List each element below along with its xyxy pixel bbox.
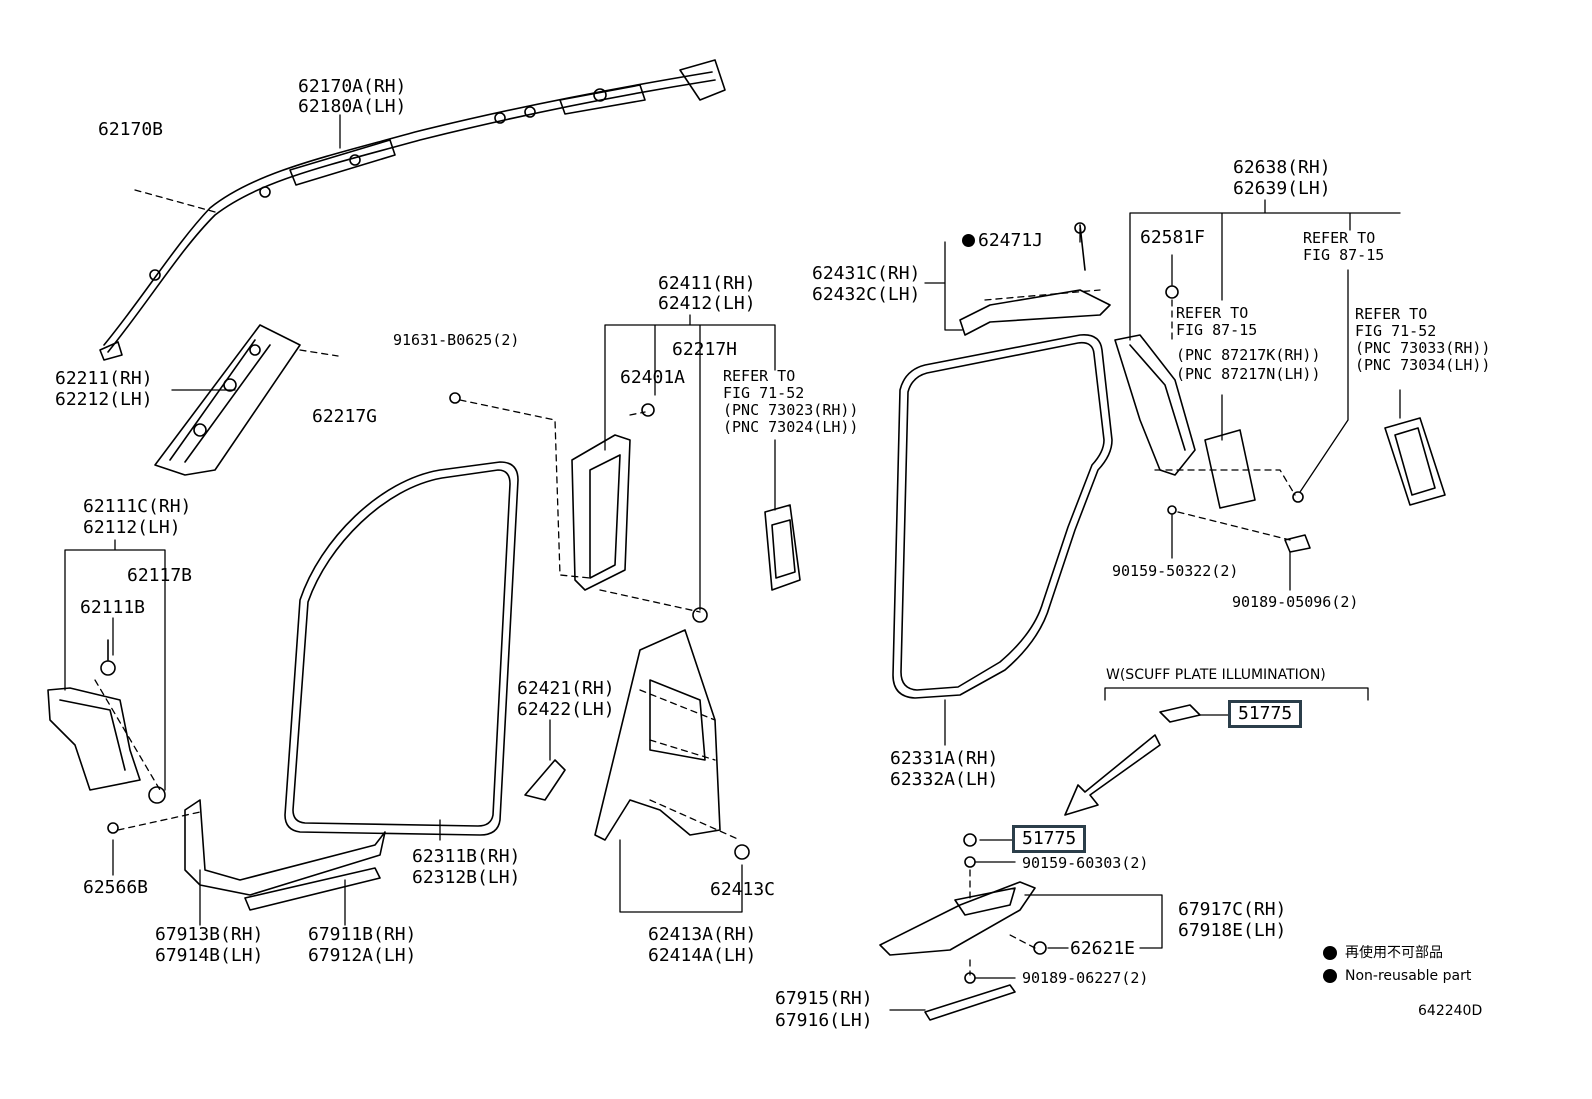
label-62311B: 62311B(RH) (412, 846, 521, 867)
label-62217G: 62217G (312, 406, 378, 427)
label-67918E: 67918E(LH) (1178, 920, 1287, 941)
label-51775-illumination: 51775 (1228, 700, 1303, 728)
label-67915: 67915(RH) (775, 988, 873, 1009)
direction-arrow (1064, 734, 1161, 816)
front-scuff-plate-part (107, 799, 386, 911)
center-pillar-lower-garnish-part (524, 629, 750, 860)
label-62421: 62421(RH) (517, 678, 615, 699)
label-62621E: 62621E (1070, 938, 1136, 959)
label-62412: 62412(LH) (658, 293, 756, 314)
label-62111C: 62111C(RH) (83, 496, 192, 517)
front-door-weatherstrip-part (284, 461, 519, 836)
label-90189-06227: 90189-06227(2) (1022, 969, 1149, 987)
label-62401A: 62401A (620, 367, 686, 388)
scuff-illumination-title: W(SCUFF PLATE ILLUMINATION) (1106, 667, 1326, 683)
label-67914B: 67914B(LH) (155, 945, 264, 966)
label-62431C: 62431C(RH) (812, 263, 921, 284)
label-62638: 62638(RH) (1233, 157, 1331, 178)
label-62639: 62639(LH) (1233, 178, 1331, 199)
label-90159-60303: 90159-60303(2) (1022, 854, 1149, 872)
label-62170B: 62170B (98, 119, 164, 140)
label-62422: 62422(LH) (517, 699, 615, 720)
label-62170A: 62170A(RH) (298, 76, 407, 97)
label-67917C: 67917C(RH) (1178, 899, 1287, 920)
ref-fig-71-52-rear-line1: REFER TO (1355, 305, 1428, 323)
legend-english: Non-reusable part (1345, 968, 1472, 984)
label-67911B: 67911B(RH) (308, 924, 417, 945)
label-62566B: 62566B (83, 877, 149, 898)
label-62414A: 62414A(LH) (648, 945, 757, 966)
scuff-lamp-part (1159, 704, 1201, 723)
label-51775-scuff: 51775 (1012, 825, 1087, 853)
ref-fig-71-52-front-line4: (PNC 73024(LH)) (723, 418, 859, 436)
center-pillar-upper-garnish-part (449, 392, 708, 623)
ref-fig-87-15-lower-line3: (PNC 87217K(RH)) (1176, 346, 1321, 364)
ref-fig-71-52-front-line1: REFER TO (723, 367, 796, 385)
label-62112: 62112(LH) (83, 517, 181, 538)
label-62413A: 62413A(RH) (648, 924, 757, 945)
rear-door-weatherstrip-part (892, 333, 1113, 699)
label-62471J: 62471J (962, 231, 1043, 251)
legend-japanese: 再使用不可部品 (1345, 945, 1443, 961)
label-90159-50322: 90159-50322(2) (1112, 562, 1239, 580)
label-62331A: 62331A(RH) (890, 748, 999, 769)
label-91631: 91631-B0625(2) (393, 331, 520, 349)
label-67912A: 67912A(LH) (308, 945, 417, 966)
label-62117B: 62117B (127, 565, 193, 586)
label-62217H: 62217H (672, 339, 738, 360)
quarter-pillar-garnish-part (1114, 285, 1311, 553)
leader-lines (64, 114, 1401, 1011)
ref-fig-71-52-front-line2: FIG 71-52 (723, 384, 805, 402)
dashed-locators (94, 189, 1296, 976)
rear-belt-cover-part (1384, 417, 1446, 506)
label-62212: 62212(LH) (55, 389, 153, 410)
label-62411: 62411(RH) (658, 273, 756, 294)
label-62471J-text: 62471J (978, 230, 1044, 251)
belt-cover-part (764, 504, 801, 591)
legend-dot-icon (1323, 946, 1337, 960)
label-62332A: 62332A(LH) (890, 769, 999, 790)
diagram-id: 642240D (1418, 1003, 1483, 1019)
ref-fig-71-52-rear-line4: (PNC 73034(LH)) (1355, 356, 1491, 374)
legend-dot-icon (1323, 969, 1337, 983)
label-67913B: 67913B(RH) (155, 924, 264, 945)
front-pillar-garnish-part (154, 324, 301, 476)
ref-fig-71-52-rear-line2: FIG 71-52 (1355, 322, 1437, 340)
label-62581F: 62581F (1140, 227, 1206, 248)
label-62312B: 62312B(LH) (412, 867, 521, 888)
label-62413C: 62413C (710, 879, 776, 900)
ref-fig-87-15-lower-line4: (PNC 87217N(LH)) (1176, 365, 1321, 383)
ref-fig-71-52-rear-line3: (PNC 73033(RH)) (1355, 339, 1491, 357)
label-90189-05096: 90189-05096(2) (1232, 593, 1359, 611)
label-62180A: 62180A(LH) (298, 96, 407, 117)
ref-fig-87-15-upper-line1: REFER TO (1303, 229, 1376, 247)
curtain-airbag-part (99, 59, 726, 361)
label-62432C: 62432C(LH) (812, 284, 921, 305)
ref-fig-87-15-lower-line2: FIG 87-15 (1176, 321, 1258, 339)
ref-fig-87-15-lower-line1: REFER TO (1176, 304, 1249, 322)
label-62211: 62211(RH) (55, 368, 153, 389)
ref-fig-87-15-upper-line2: FIG 87-15 (1303, 246, 1385, 264)
label-62111B: 62111B (80, 597, 146, 618)
non-reusable-marker-icon (962, 234, 975, 247)
cowl-side-trim-part (47, 639, 166, 804)
ref-fig-71-52-front-line3: (PNC 73023(RH)) (723, 401, 859, 419)
label-67916: 67916(LH) (775, 1010, 873, 1031)
